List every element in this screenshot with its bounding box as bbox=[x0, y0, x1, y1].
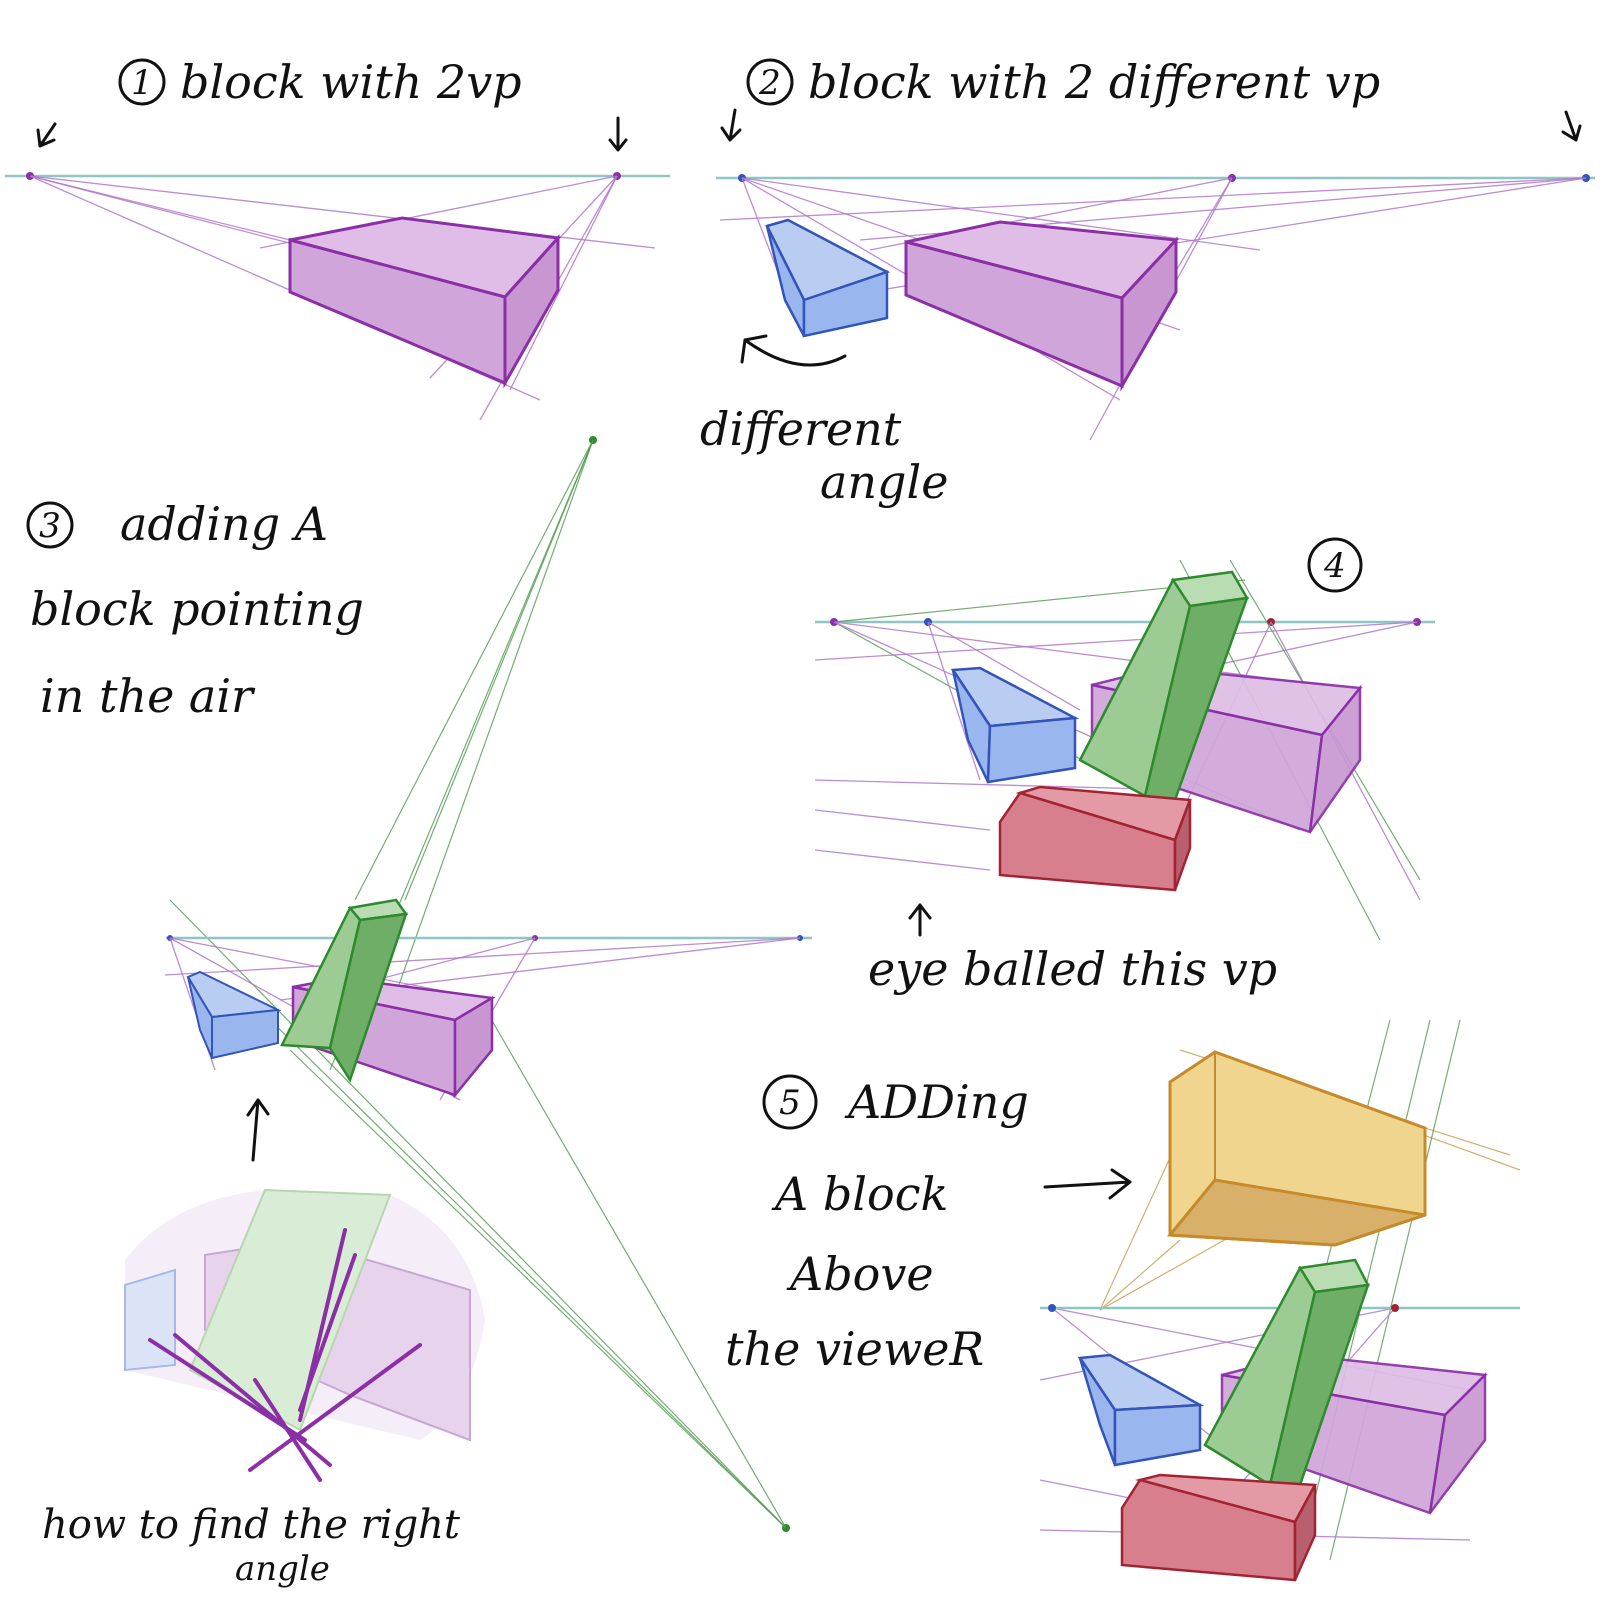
panel-2: 2 block with 2 different vp bbox=[700, 55, 1595, 509]
step-5-number: 5 bbox=[779, 1083, 801, 1123]
blue-block-3 bbox=[186, 970, 282, 1060]
step-5-line-4: the vieweR bbox=[725, 1322, 984, 1376]
blue-block-5 bbox=[1077, 1353, 1205, 1467]
green-perspective-lines-3 bbox=[169, 439, 787, 1529]
right-angle-label-2: angle bbox=[235, 1549, 330, 1589]
purple-block-1 bbox=[288, 216, 562, 389]
vp-right-arrow bbox=[608, 116, 628, 152]
different-angle-arrow bbox=[740, 334, 847, 367]
step-3-circle bbox=[26, 501, 74, 549]
right-angle-label-1: how to find the right bbox=[42, 1502, 461, 1548]
step-1-title: block with 2vp bbox=[180, 55, 522, 109]
panel-5: 5 ADDing A block Above the vieweR bbox=[725, 1019, 1521, 1582]
green-block-4 bbox=[1078, 570, 1250, 802]
green-block-5 bbox=[1203, 1258, 1370, 1487]
vp-left-arrow-2 bbox=[720, 108, 742, 142]
different-angle-label-1: different bbox=[700, 402, 902, 456]
step-2-number: 2 bbox=[758, 63, 781, 103]
zoom-detail-3 bbox=[124, 1188, 485, 1482]
step-1-circle bbox=[118, 58, 166, 106]
different-angle-label-2: angle bbox=[820, 455, 948, 509]
eyeballed-arrow bbox=[908, 903, 932, 937]
step-4-number: 4 bbox=[1323, 546, 1346, 586]
right-angle-arrow bbox=[246, 1098, 270, 1162]
vanishing-point-a-5 bbox=[1048, 1304, 1056, 1312]
step-3-line-3: in the air bbox=[40, 669, 256, 723]
panel-3: 3 adding A block pointing in the air bbox=[26, 436, 812, 1589]
panel-1: 1 block with 2vp bbox=[5, 55, 670, 421]
step-2-circle bbox=[746, 58, 794, 106]
step-5-line-2: A block bbox=[771, 1167, 948, 1221]
red-block-4 bbox=[998, 785, 1192, 892]
step-5-line-3: Above bbox=[786, 1247, 934, 1301]
orange-block-5 bbox=[1166, 1050, 1427, 1247]
eyeballed-label: eye balled this vp bbox=[868, 942, 1277, 996]
step-3-number: 3 bbox=[39, 506, 61, 546]
vp-right-arrow-2 bbox=[1561, 110, 1582, 142]
green-block-3 bbox=[280, 898, 409, 1083]
blue-block-2 bbox=[765, 218, 891, 338]
step-3-line-2: block pointing bbox=[30, 582, 364, 636]
purple-block-2 bbox=[904, 220, 1180, 392]
step-5-circle bbox=[762, 1074, 818, 1130]
step-2-title: block with 2 different vp bbox=[808, 55, 1380, 109]
step-1-number: 1 bbox=[131, 63, 153, 103]
step-5-line-1: ADDing bbox=[844, 1075, 1029, 1129]
blue-block-4 bbox=[950, 666, 1080, 784]
vanishing-point-b-5 bbox=[1391, 1304, 1399, 1312]
step-4-circle bbox=[1307, 537, 1363, 593]
step-3-line-1: adding A bbox=[120, 497, 328, 551]
above-viewer-arrow bbox=[1043, 1168, 1132, 1200]
red-block-5 bbox=[1120, 1473, 1318, 1582]
vp-left-arrow bbox=[36, 122, 57, 148]
panel-4: 4 bbox=[814, 537, 1435, 996]
